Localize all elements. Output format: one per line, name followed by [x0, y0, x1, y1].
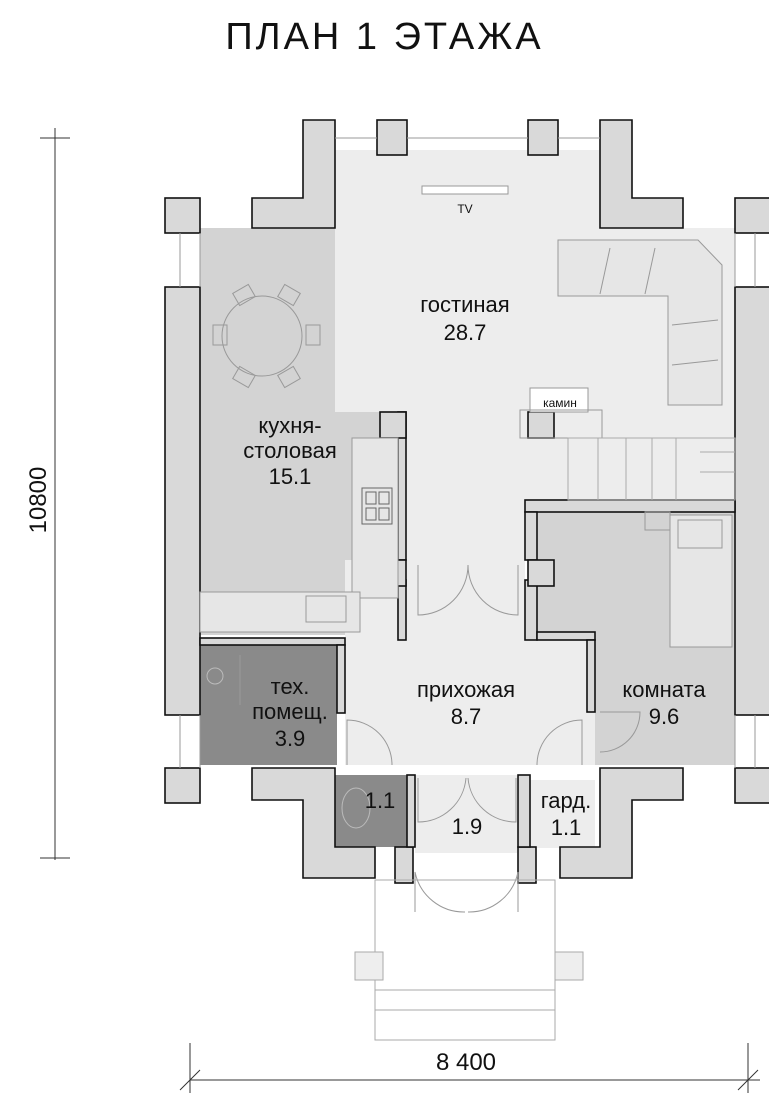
wall-room-hall: [536, 631, 596, 641]
hall-area: 8.7: [451, 704, 482, 729]
wall-tech-right: [336, 644, 346, 714]
wardrobe-area: 1.1: [551, 815, 582, 840]
sink: [305, 595, 347, 623]
toilet: [341, 787, 371, 829]
wall-room-left: [524, 511, 538, 561]
room-name: комната: [622, 677, 706, 702]
wall-bottom-right-bay: [559, 767, 684, 879]
kitchen-counter: [351, 437, 399, 599]
column-fireplace: [527, 411, 555, 439]
wall-bottom-left-bay: [251, 767, 376, 879]
wc-floor: [335, 775, 407, 847]
tv-unit: [421, 185, 509, 195]
wall-porch-right: [517, 846, 537, 884]
column-kitchen: [379, 411, 407, 439]
furniture: [199, 185, 736, 829]
wall-top-right-bay: [599, 119, 684, 229]
wall-wardrobe-left: [517, 774, 531, 848]
kitchen-floor: [200, 228, 335, 412]
dimensions: [40, 128, 760, 1093]
tech-name-2: помещ.: [252, 699, 328, 724]
hall-floor: [345, 560, 595, 765]
desk: [644, 511, 671, 531]
tv-label: TV: [457, 202, 472, 216]
column-top-1: [376, 119, 408, 156]
bed: [669, 514, 733, 648]
walls: [164, 119, 769, 884]
column-corner-br: [734, 767, 769, 804]
wardrobe-floor: [530, 780, 595, 848]
dining-table: [221, 295, 303, 377]
width-dimension: 8 400: [436, 1049, 496, 1076]
tech-floor: [200, 645, 337, 765]
wall-room-hall-v: [586, 639, 596, 713]
porch-steps: [354, 879, 584, 1041]
windows: [179, 137, 756, 768]
doors: [346, 564, 641, 913]
wardrobe-name: гард.: [541, 788, 591, 813]
room-area: 9.6: [649, 704, 680, 729]
wall-kitchen-right-low: [397, 579, 407, 641]
wall-left: [164, 286, 201, 716]
living-room-area: 28.7: [444, 320, 487, 345]
wall-wc-right: [406, 774, 416, 848]
wall-tech-top: [199, 637, 346, 646]
wall-room-top: [524, 499, 736, 513]
height-dimension: 10800: [25, 467, 52, 534]
boiler: [206, 667, 224, 685]
kitchen-counter-bottom: [199, 591, 361, 633]
plan-title: ПЛАН 1 ЭТАЖА: [225, 16, 544, 58]
stairs: [567, 437, 736, 501]
tech-area: 3.9: [275, 726, 306, 751]
kitchen-name-1: кухня-: [258, 413, 321, 438]
column-corner-tr: [734, 197, 769, 234]
wc-area: 1.1: [365, 788, 396, 813]
wall-room-left-low: [524, 579, 538, 641]
wall-porch-left: [394, 846, 414, 884]
hall-name: прихожая: [417, 677, 515, 702]
fireplace: [529, 387, 589, 413]
tech-name-1: тех.: [271, 674, 310, 699]
column-corner-bl: [164, 767, 201, 804]
wall-top-left-bay: [251, 119, 336, 229]
dining-chairs: [212, 283, 321, 389]
wall-right: [734, 286, 769, 716]
vestibule-floor: [415, 775, 517, 853]
stove: [361, 487, 393, 525]
fireplace-label: камин: [543, 396, 577, 410]
living-room-name: гостиная: [420, 292, 509, 317]
column-hall-right: [527, 559, 555, 587]
column-corner-tl: [164, 197, 201, 234]
kitchen-area: 15.1: [269, 464, 312, 489]
floor-fills: [200, 150, 735, 853]
vestibule-area: 1.9: [452, 814, 483, 839]
column-top-2: [527, 119, 559, 156]
kitchen-name-2: столовая: [243, 438, 337, 463]
